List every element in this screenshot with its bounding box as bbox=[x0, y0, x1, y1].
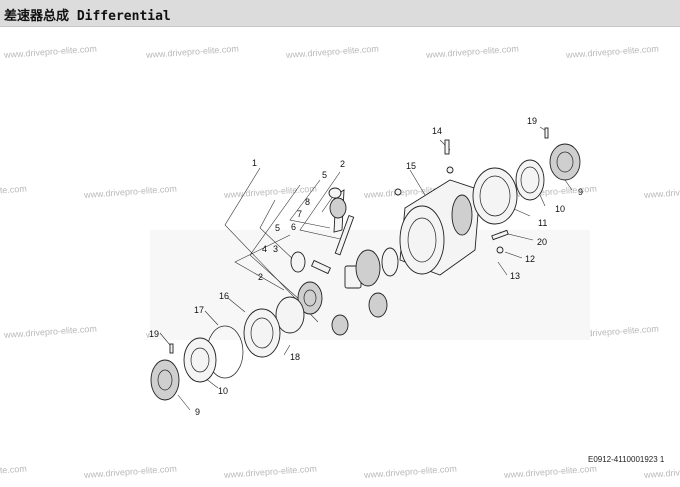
page-title: 差速器总成 Differential bbox=[4, 9, 171, 24]
exploded-view-diagram: 1 2 2 3 4 5 5 6 7 8 9 9 10 10 11 12 13 1… bbox=[149, 116, 590, 417]
callout-17: 17 bbox=[194, 305, 204, 315]
right-bearing-group bbox=[472, 127, 581, 225]
callout-12: 12 bbox=[525, 254, 535, 264]
callout-2: 2 bbox=[340, 159, 345, 169]
callout-4: 4 bbox=[262, 244, 267, 254]
callout-5: 5 bbox=[322, 170, 327, 180]
callout-2: 2 bbox=[258, 272, 263, 282]
callout-19: 19 bbox=[149, 329, 159, 339]
callout-3: 3 bbox=[273, 244, 278, 254]
callout-19: 19 bbox=[527, 116, 537, 126]
callout-13: 13 bbox=[510, 271, 520, 281]
title-bar: 差速器总成 Differential bbox=[0, 0, 680, 27]
callout-8: 8 bbox=[305, 197, 310, 207]
callout-14: 14 bbox=[432, 126, 442, 136]
callout-10: 10 bbox=[218, 386, 228, 396]
callout-7: 7 bbox=[297, 209, 302, 219]
callout-1: 1 bbox=[252, 158, 257, 168]
callout-9: 9 bbox=[195, 407, 200, 417]
callout-18: 18 bbox=[290, 352, 300, 362]
callout-5: 5 bbox=[275, 223, 280, 233]
callout-10: 10 bbox=[555, 204, 565, 214]
callout-9: 9 bbox=[578, 187, 583, 197]
spider-gears bbox=[275, 187, 399, 336]
callout-20: 20 bbox=[537, 237, 547, 247]
differential-case bbox=[394, 139, 509, 276]
drawing-code: E0912-4110001923 1 bbox=[588, 455, 665, 464]
callout-15: 15 bbox=[406, 161, 416, 171]
callout-labels: 1 2 2 3 4 5 5 6 7 8 9 9 10 10 11 12 13 1… bbox=[149, 116, 583, 417]
left-bearing-group bbox=[150, 308, 281, 401]
callout-16: 16 bbox=[219, 291, 229, 301]
callout-6: 6 bbox=[291, 222, 296, 232]
callout-11: 11 bbox=[538, 218, 547, 228]
